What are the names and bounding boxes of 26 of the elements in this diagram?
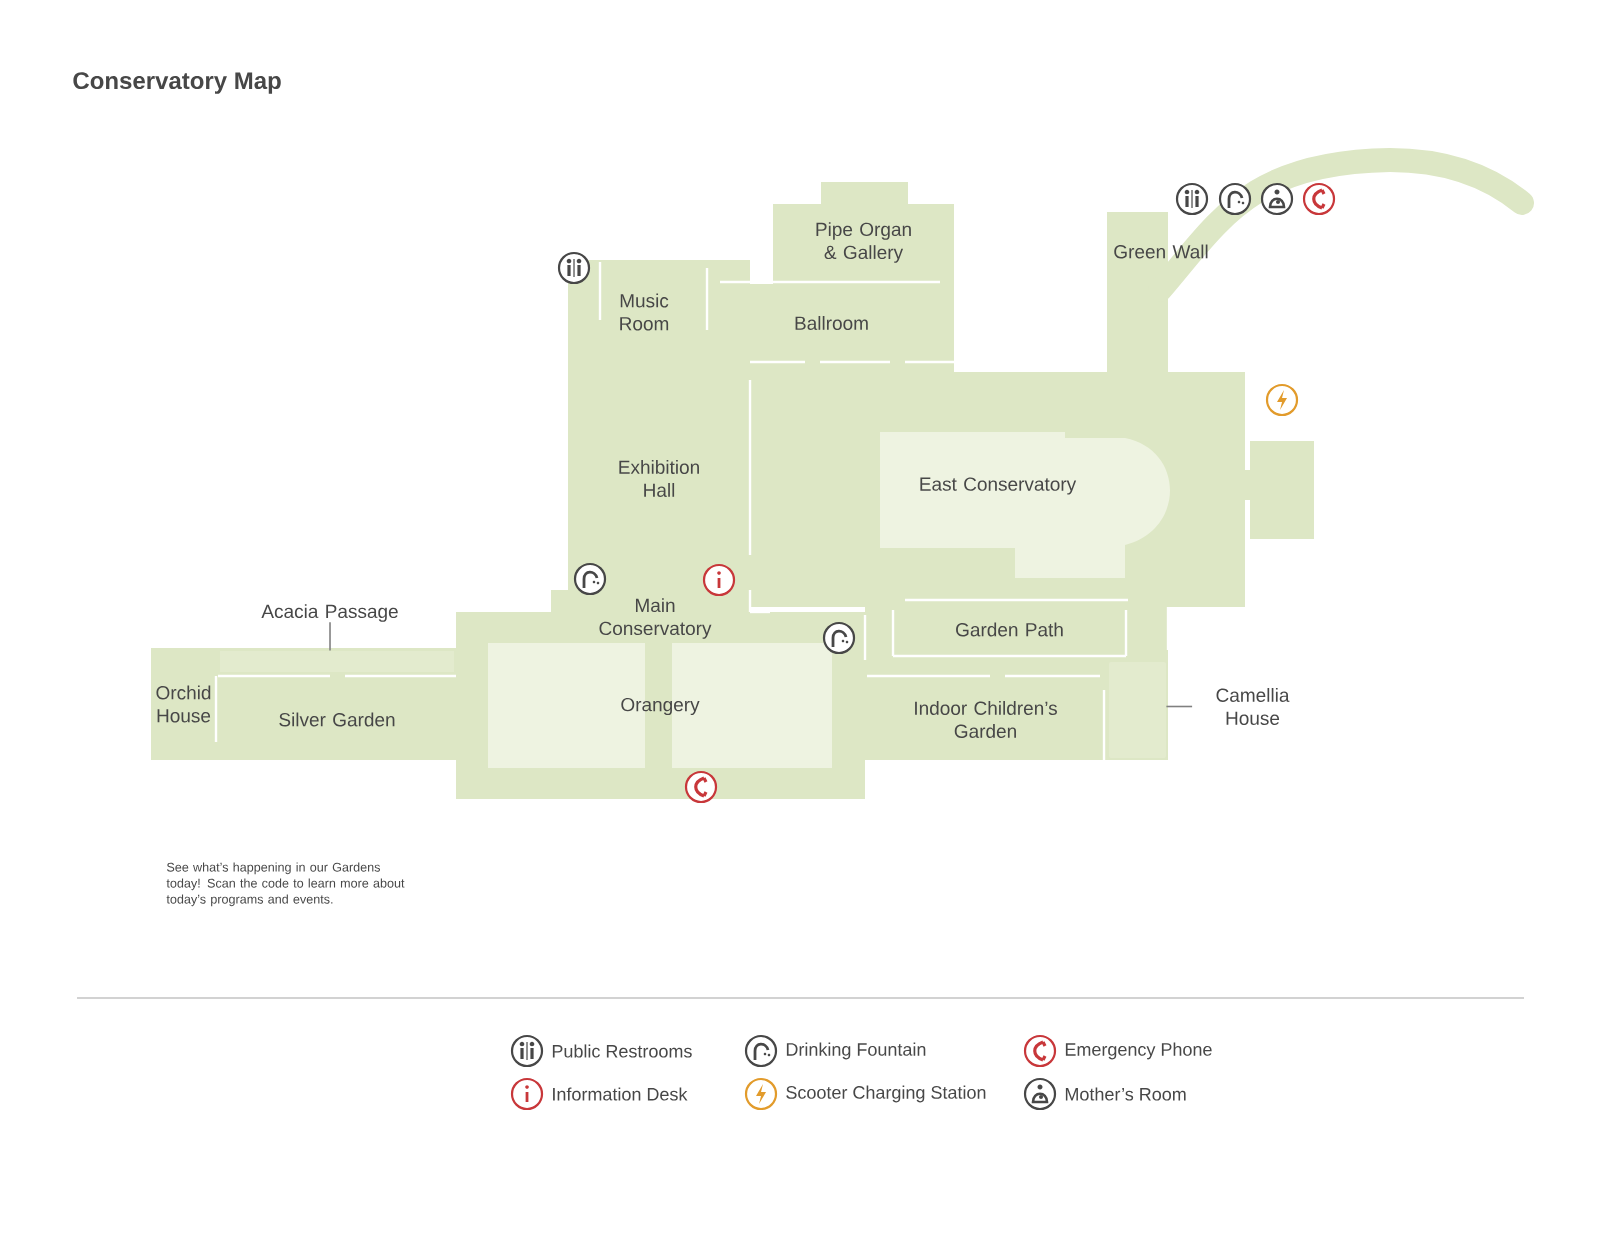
room-label: Ballroom: [795, 316, 868, 330]
title: Conservatory Map: [73, 72, 281, 94]
room-label: Green Wall: [1114, 244, 1208, 259]
room-label: Main Conservatory: [599, 598, 712, 639]
legend-label: Public Restrooms: [552, 1044, 692, 1058]
legend-label: Drinking Fountain: [786, 1042, 926, 1060]
room-label: Silver Garden: [279, 712, 395, 727]
leader-line: [329, 621, 331, 652]
area-label: Acacia Passage: [261, 604, 398, 622]
area-label: Orangery: [621, 697, 700, 716]
passage-area: [220, 651, 454, 672]
room-label: Pipe Organ & Gallery: [816, 222, 911, 263]
room-label: East Conservatory: [920, 477, 1077, 495]
leader-line: [1165, 705, 1193, 708]
legend-label: Emergency Phone: [1065, 1042, 1212, 1060]
room-label: Exhibition Hall: [619, 460, 699, 497]
building-area: [1109, 662, 1166, 758]
room-label: Garden Path: [956, 622, 1063, 637]
room-label: Indoor Children’s Garden: [915, 701, 1057, 738]
legend-label: Information Desk: [553, 1087, 688, 1101]
note-text: See what’s happening in our Gardens today! Scan the code to learn more about today’s programs and events.: [166, 862, 405, 907]
room-label: Orchid House: [156, 685, 211, 723]
legend-label: Scooter Charging Station: [786, 1085, 986, 1103]
legend-label: Mother’s Room: [1065, 1087, 1186, 1101]
area-label: Camellia House: [1216, 688, 1290, 725]
room-label: Music Room: [620, 293, 669, 331]
